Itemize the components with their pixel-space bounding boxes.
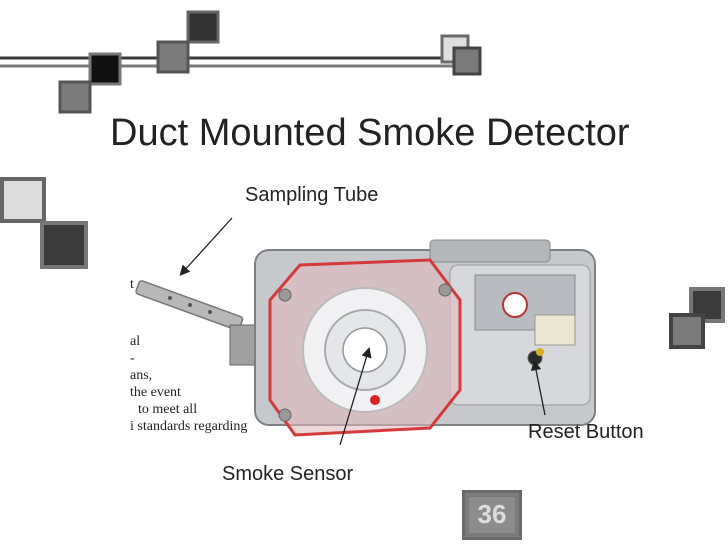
sampling-tube-label: Sampling Tube	[245, 184, 379, 206]
reset-button-label: Reset Button	[528, 421, 644, 443]
slide-title: Duct Mounted Smoke Detector	[110, 112, 630, 154]
reset-button-arrow	[530, 359, 546, 416]
snippet-line: ans,	[130, 368, 153, 383]
slide-number-inner	[469, 497, 515, 533]
snippet-line: t	[130, 277, 134, 292]
decorative-header-graphic	[0, 10, 482, 114]
document-snippet: t al - ans, the event to meet all i stan…	[130, 276, 247, 435]
snippet-line: -	[130, 351, 135, 366]
slide-number: 36	[477, 499, 507, 529]
slide-number-box: 36	[462, 490, 522, 540]
smoke-sensor-label: Smoke Sensor	[222, 463, 354, 485]
decorative-right-squares	[669, 287, 725, 349]
decorative-left-squares	[0, 177, 88, 269]
snippet-line: i standards regarding	[130, 419, 248, 434]
snippet-line: to meet all	[138, 402, 198, 417]
sampling-tube-arrow	[179, 217, 233, 276]
snippet-line: the event	[130, 385, 181, 400]
snippet-line: al	[130, 334, 141, 349]
smoke-sensor-arrow	[339, 347, 372, 446]
